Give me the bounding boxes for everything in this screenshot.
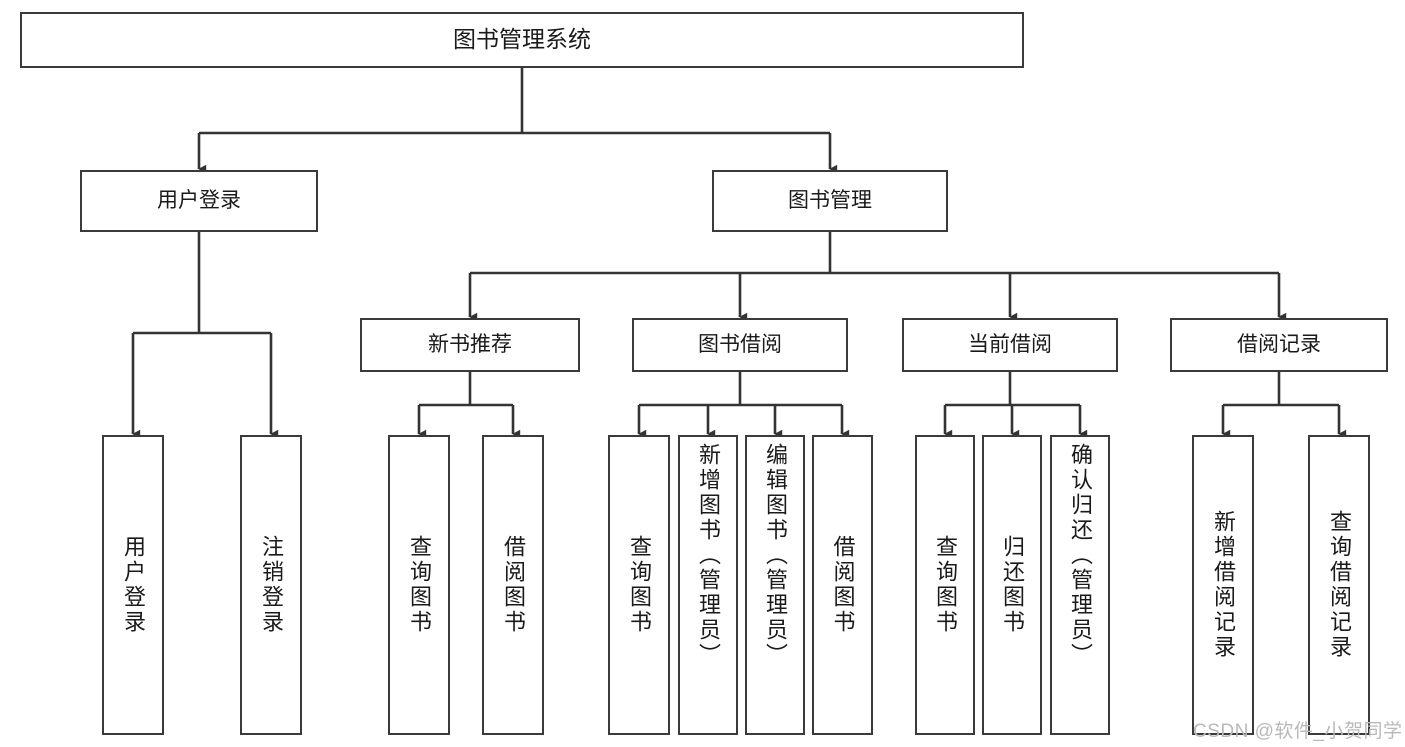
node-label: 注销登录 (258, 535, 284, 635)
node-leaf-12[interactable]: 查询借阅记录 (1308, 435, 1370, 735)
node-level3-1[interactable]: 图书借阅 (632, 318, 848, 372)
node-root-图书管理系统[interactable]: 图书管理系统 (20, 12, 1024, 68)
node-leaf-6[interactable]: 编辑图书（管理员） (745, 435, 805, 735)
node-label: 借阅图书 (500, 535, 526, 635)
node-label: 归还图书 (999, 535, 1025, 635)
node-level3-3[interactable]: 借阅记录 (1170, 318, 1388, 372)
node-label: 查询图书 (626, 535, 652, 635)
node-label: 查询图书 (406, 535, 432, 635)
node-leaf-0[interactable]: 用户登录 (102, 435, 164, 735)
node-leaf-8[interactable]: 查询图书 (915, 435, 975, 735)
node-level3-2[interactable]: 当前借阅 (902, 318, 1118, 372)
node-leaf-9[interactable]: 归还图书 (982, 435, 1042, 735)
node-leaf-5[interactable]: 新增图书（管理员） (678, 435, 738, 735)
node-leaf-10[interactable]: 确认归还（管理员） (1050, 435, 1110, 735)
node-leaf-3[interactable]: 借阅图书 (482, 435, 544, 735)
node-label: 用户登录 (120, 535, 146, 635)
node-leaf-2[interactable]: 查询图书 (388, 435, 450, 735)
node-label: 新增图书（管理员） (695, 443, 721, 668)
node-label: 查询图书 (932, 535, 958, 635)
node-label: 当前借阅 (968, 332, 1052, 356)
node-label: 用户登录 (157, 188, 241, 212)
node-label: 借阅记录 (1237, 332, 1321, 356)
node-leaf-7[interactable]: 借阅图书 (812, 435, 873, 735)
node-level2-1[interactable]: 图书管理 (712, 170, 948, 232)
csdn-watermark: CSDN @软件_小贺同学 (1193, 721, 1403, 742)
node-label: 确认归还（管理员） (1067, 443, 1093, 668)
node-label: 新增借阅记录 (1210, 510, 1236, 660)
node-label: 编辑图书（管理员） (762, 443, 788, 668)
node-leaf-1[interactable]: 注销登录 (240, 435, 302, 735)
node-label: 新书推荐 (428, 332, 512, 356)
node-label: 图书借阅 (698, 332, 782, 356)
node-leaf-11[interactable]: 新增借阅记录 (1192, 435, 1254, 735)
node-label: 图书管理系统 (453, 26, 591, 53)
node-level3-0[interactable]: 新书推荐 (360, 318, 580, 372)
node-label: 图书管理 (788, 188, 872, 212)
node-label: 查询借阅记录 (1326, 510, 1352, 660)
node-label: 借阅图书 (830, 535, 856, 635)
node-level2-0[interactable]: 用户登录 (80, 170, 318, 232)
node-leaf-4[interactable]: 查询图书 (608, 435, 670, 735)
